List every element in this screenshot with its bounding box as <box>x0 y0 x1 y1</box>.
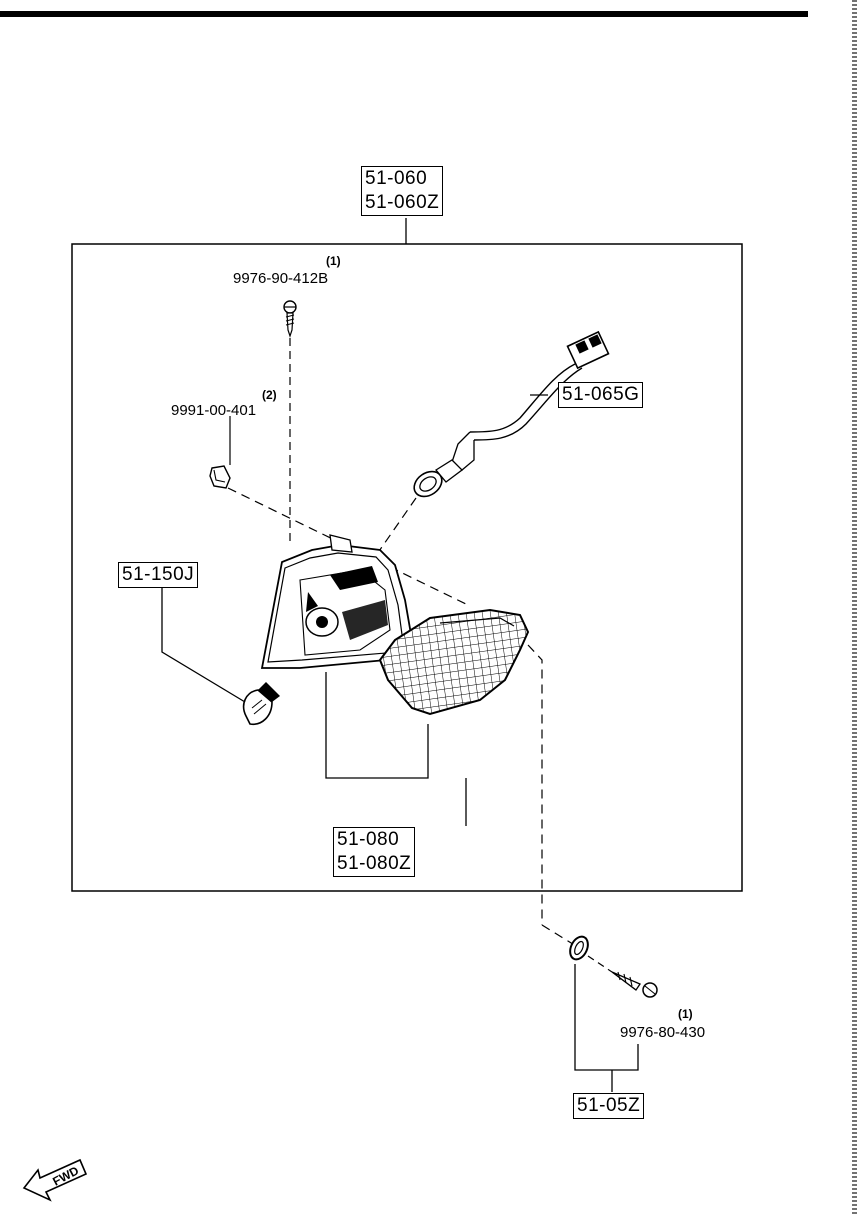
screw-kit-bracket <box>574 964 639 1071</box>
callout-lens-body: 51-080 51-080Z <box>333 827 416 877</box>
callout-lens-body-line1: 51-080 <box>337 829 400 850</box>
callout-screw-kit: 51-05Z <box>573 1093 645 1119</box>
screw-bottom-part-number: 9976-80-430 <box>620 1024 706 1041</box>
screw-bottom-icon <box>611 971 658 998</box>
screw-top-part-number: 9976-90-412B <box>233 270 329 287</box>
washer-icon <box>569 935 589 961</box>
lens-dashed-path-2 <box>541 924 577 947</box>
screw-top-qty: (1) <box>326 254 341 268</box>
assembly-frame <box>71 243 743 892</box>
top-rule <box>0 11 808 17</box>
callout-assembly-line1: 51-060 <box>365 168 428 189</box>
fwd-arrow-icon <box>22 1158 88 1202</box>
callout-bulb: 51-150J <box>118 562 199 588</box>
socket-harness-icon <box>413 330 610 498</box>
callout-socket: 51-065G <box>558 382 644 408</box>
callout-screw-kit-label: 51-05Z <box>577 1095 641 1116</box>
clip-part-number: 9991-00-401 <box>171 402 257 419</box>
screw-top-icon <box>283 300 297 338</box>
bulb-leader <box>161 586 246 703</box>
lens-icon <box>378 608 530 716</box>
clip-icon <box>209 465 231 489</box>
callout-assembly: 51-060 51-060Z <box>361 166 444 216</box>
callout-bulb-label: 51-150J <box>122 564 195 585</box>
bulb-icon <box>242 682 280 726</box>
callout-lens-body-line2: 51-080Z <box>337 853 412 874</box>
lens-body-bracket <box>325 672 429 779</box>
lamp-housing-icon <box>260 534 413 669</box>
lens-dashed-path <box>527 644 543 925</box>
washer-dashed-path <box>587 955 613 973</box>
page-edge-strip <box>852 0 857 1214</box>
callout-assembly-line2: 51-060Z <box>365 192 440 213</box>
clip-qty: (2) <box>262 388 277 402</box>
callout-socket-label: 51-065G <box>562 384 640 405</box>
screw-bottom-qty: (1) <box>678 1007 693 1021</box>
